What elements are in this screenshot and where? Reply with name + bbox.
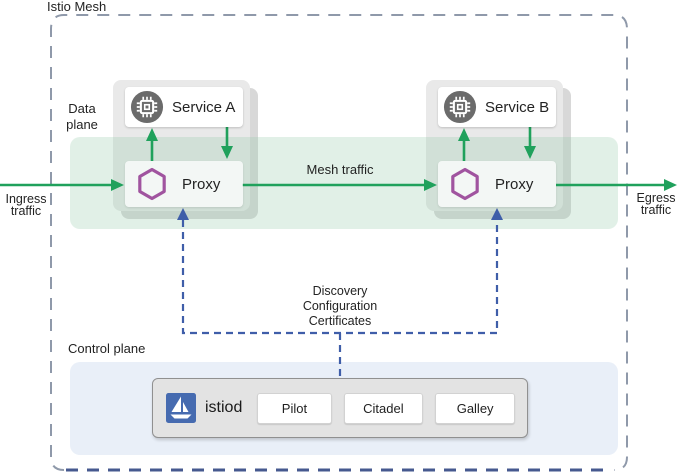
proxy-a-label: Proxy bbox=[182, 175, 221, 193]
service-a-label: Service A bbox=[172, 98, 236, 116]
galley-label: Galley bbox=[456, 400, 494, 416]
proxy-b-label: Proxy bbox=[495, 175, 534, 193]
ingress-traffic-label: Ingress traffic bbox=[5, 192, 47, 218]
control-links-label: Discovery Configuration Certificates bbox=[302, 284, 378, 328]
citadel-label: Citadel bbox=[363, 400, 404, 416]
mesh-traffic-label: Mesh traffic bbox=[306, 162, 374, 177]
istiod-node: istiod Pilot Citadel Galley bbox=[152, 378, 528, 438]
egress-traffic-label: Egress traffic bbox=[636, 191, 676, 217]
envoy-hexagon-icon bbox=[138, 167, 166, 201]
chip-icon bbox=[130, 90, 164, 124]
service-b-label: Service B bbox=[485, 98, 550, 116]
proxy-a-node: Proxy bbox=[125, 161, 243, 207]
control-plane-label: Control plane bbox=[68, 341, 146, 356]
istiod-label: istiod bbox=[205, 399, 243, 416]
service-b-node: Service B bbox=[438, 87, 556, 127]
envoy-hexagon-icon bbox=[451, 167, 479, 201]
pilot-label: Pilot bbox=[281, 400, 308, 416]
proxy-b-node: Proxy bbox=[438, 161, 556, 207]
istiod-component-pilot: Pilot bbox=[257, 392, 332, 424]
istiod-component-galley: Galley bbox=[435, 392, 515, 424]
data-plane-label: Data plane bbox=[66, 101, 98, 132]
egress-arrowhead bbox=[664, 179, 677, 191]
chip-icon bbox=[443, 90, 477, 124]
istiod-component-citadel: Citadel bbox=[343, 392, 424, 424]
service-a-node: Service A bbox=[125, 87, 243, 127]
mesh-title: Istio Mesh bbox=[47, 0, 107, 14]
istio-sail-icon bbox=[166, 393, 196, 423]
